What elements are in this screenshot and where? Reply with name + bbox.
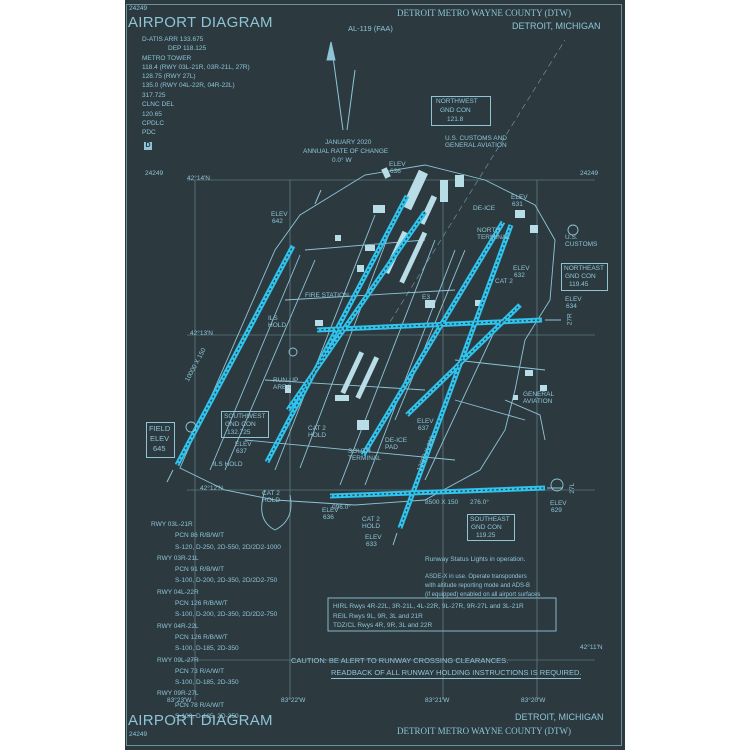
freq-pdc: PDC bbox=[142, 129, 156, 136]
airport-city: DETROIT, MICHIGAN bbox=[512, 21, 601, 31]
approach-lights bbox=[166, 189, 563, 546]
freq-tower-1: 118.4 (RWY 03L-21R, 03R-21L, 27R) bbox=[142, 64, 250, 71]
footer-city: DETROIT, MICHIGAN bbox=[515, 712, 604, 722]
freq-clnc: 120.65 bbox=[142, 111, 162, 118]
taxiways bbox=[179, 164, 556, 531]
rsl-note: Runway Status Lights in operation. bbox=[425, 556, 526, 563]
freq-clnc-label: CLNC DEL bbox=[142, 101, 175, 108]
southwest-gnd-con-box: SOUTHWEST GND CON 132.725 bbox=[221, 411, 269, 438]
freq-atis: D-ATIS ARR 133.675 bbox=[142, 36, 204, 43]
freq-uhf: 317.725 bbox=[142, 92, 166, 99]
lat-top-label: 42°14'N bbox=[187, 175, 210, 182]
north-arrow bbox=[326, 41, 356, 131]
runways bbox=[174, 194, 546, 529]
airport-diagram-poster: 24249 AIRPORT DIAGRAM DETROIT METRO WAYN… bbox=[125, 0, 625, 750]
chart-number-left: 24249 bbox=[145, 170, 164, 177]
lighting-box bbox=[327, 597, 557, 632]
lat-mid-label: 42°13'N bbox=[190, 330, 213, 337]
readback-note: READBACK OF ALL RUNWAY HOLDING INSTRUCTI… bbox=[331, 668, 582, 679]
chart-title: AIRPORT DIAGRAM bbox=[128, 14, 273, 31]
lat-bot-label: 42°12'N bbox=[200, 485, 223, 492]
footer-airport-name: DETROIT METRO WAYNE COUNTY (DTW) bbox=[397, 726, 571, 736]
rwy-heading-096: 096.0° bbox=[332, 504, 351, 511]
northwest-gnd-con-box: NORTHWEST GND CON 121.8 bbox=[431, 96, 491, 126]
freq-tower-label: METRO TOWER bbox=[142, 55, 192, 62]
lon-3-label: 83°21'W bbox=[425, 697, 450, 704]
caution-note: CAUTION: BE ALERT TO RUNWAY CROSSING CLE… bbox=[291, 656, 509, 665]
runway-4R-full bbox=[397, 224, 514, 529]
lat-br-label: 42°11'N bbox=[580, 644, 603, 651]
footer-title: AIRPORT DIAGRAM bbox=[128, 712, 273, 729]
cat2-632-label: CAT 2 bbox=[495, 278, 513, 285]
al-number: AL-119 (FAA) bbox=[348, 24, 393, 33]
lon-4-label: 83°20'W bbox=[521, 697, 546, 704]
d-atis-badge: D bbox=[144, 142, 152, 150]
lon-2-label: 83°22'W bbox=[281, 697, 306, 704]
freq-dep: DEP 118.125 bbox=[168, 45, 207, 52]
lighting-note: HIRL Rwys 4R-22L, 3R-21L, 4L-22R, 9L-27R… bbox=[333, 603, 524, 629]
runway-04L-22R bbox=[285, 210, 428, 412]
approach-line bbox=[384, 39, 566, 331]
magvar-label: ANNUAL RATE OF CHANGE bbox=[303, 148, 389, 155]
magvar-date: JANUARY 2020 bbox=[325, 139, 372, 146]
runway-centerlines bbox=[176, 195, 546, 529]
navaid-symbols bbox=[185, 224, 579, 492]
rwy-27r-label: 27R bbox=[566, 313, 574, 326]
chart-frame bbox=[126, 4, 622, 746]
chart-number-top: 24249 bbox=[129, 5, 148, 12]
magvar-value: 0.0° W bbox=[332, 157, 352, 164]
northeast-gnd-con-box: NORTHEAST GND CON 119.45 bbox=[561, 263, 608, 291]
rwy-27l-label: 27L bbox=[569, 482, 577, 494]
runway-09R-27L bbox=[329, 485, 546, 499]
runway-info-block: RWY 03L-21R PCN 86 R/B/W/T S-120, D-250,… bbox=[151, 521, 281, 721]
us-customs-label: U.S.CUSTOMS bbox=[565, 234, 598, 248]
lon-1-label: 83°23'W bbox=[167, 697, 192, 704]
e3-label: E3 bbox=[422, 294, 430, 301]
airport-diagram-svg bbox=[166, 39, 595, 700]
rwy-heading-276: 276.0° bbox=[470, 499, 489, 506]
rwy-dims-bottom: 8500 X 150 bbox=[425, 499, 459, 506]
fire-station-label: FIRE STATION bbox=[305, 292, 349, 299]
freq-tower-3: 135.0 (RWY 04L-22R, 04R-22L) bbox=[142, 82, 235, 89]
airport-name: DETROIT METRO WAYNE COUNTY (DTW) bbox=[397, 8, 571, 18]
ils-hold-bot-label: ILS HOLD bbox=[213, 461, 243, 468]
chart-number-right: 24249 bbox=[580, 170, 599, 177]
southeast-gnd-con-box: SOUTHEAST GND CON 119.25 bbox=[467, 514, 515, 541]
de-ice-label: DE-ICE bbox=[473, 205, 496, 212]
freq-tower-2: 128.75 (RWY 27L) bbox=[142, 73, 196, 80]
footer-chart-number: 24249 bbox=[129, 731, 148, 738]
field-elev-box: FIELD ELEV 645 bbox=[146, 422, 175, 458]
freq-cpdlc: CPDLC bbox=[142, 120, 165, 127]
